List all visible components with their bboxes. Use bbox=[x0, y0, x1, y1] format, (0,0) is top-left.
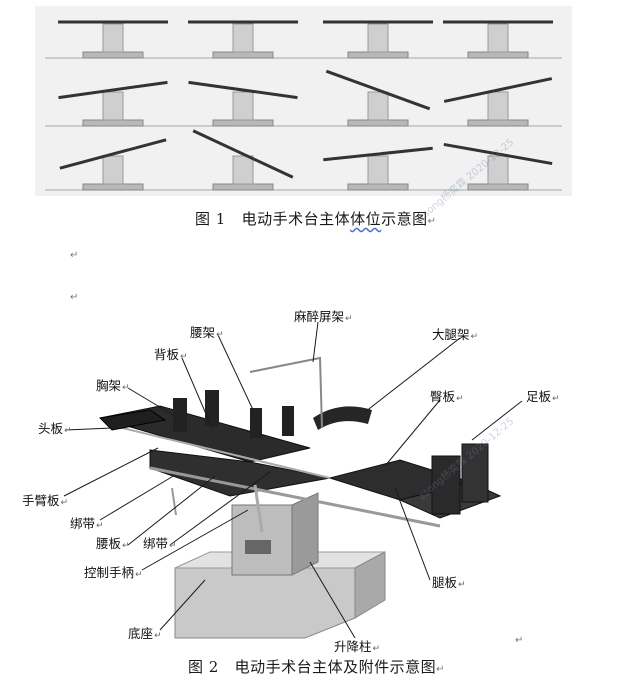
table-position-sketch bbox=[192, 129, 294, 191]
figure-2-caption-text: 电动手术台主体及附件示意图 bbox=[234, 658, 437, 676]
table-base-side bbox=[354, 551, 386, 619]
waist-frame bbox=[250, 408, 262, 438]
label-strap-left: 绑带↵ bbox=[70, 516, 104, 531]
table-position-sketch bbox=[58, 80, 168, 127]
thigh-frame bbox=[313, 406, 372, 430]
back-support bbox=[205, 390, 219, 426]
label-foot-board: 足板↵ bbox=[526, 389, 560, 404]
figure-1-illustration: zsong杨奕霖 2020-12-25 bbox=[35, 6, 572, 223]
operating-table-drawing bbox=[63, 321, 523, 639]
paragraph-mark: ↵ bbox=[515, 635, 524, 646]
table-positions-grid bbox=[45, 20, 562, 191]
label-strap-right: 绑带↵ bbox=[143, 536, 177, 551]
side-rail bbox=[149, 466, 441, 528]
figure-1-caption-prefix: 图 1 bbox=[195, 210, 226, 228]
label-chest-frame: 胸架↵ bbox=[96, 378, 130, 393]
label-control-handle: 控制手柄↵ bbox=[84, 565, 143, 580]
waist-frame bbox=[282, 406, 294, 436]
chest-frame bbox=[173, 398, 187, 432]
head-board bbox=[98, 409, 167, 431]
label-head-board: 头板↵ bbox=[38, 421, 72, 436]
paragraph-mark: ↵ bbox=[427, 216, 437, 227]
label-back-board: 背板↵ bbox=[154, 347, 188, 362]
label-anesthesia-frame: 麻醉屏架↵ bbox=[294, 309, 353, 324]
strap-rod bbox=[171, 487, 177, 516]
figure-2-caption-prefix: 图 2 bbox=[188, 658, 219, 676]
label-thigh-frame: 大腿架↵ bbox=[432, 327, 479, 342]
figure-1-caption-text-b: 体位 bbox=[350, 210, 382, 228]
label-lift-column: 升降柱↵ bbox=[334, 639, 381, 654]
label-base: 底座↵ bbox=[128, 626, 162, 641]
table-position-sketch bbox=[188, 80, 298, 127]
paragraph-mark: ↵ bbox=[436, 664, 446, 675]
label-waist-frame: 腰架↵ bbox=[190, 325, 224, 340]
label-arm-board: 手臂板↵ bbox=[22, 493, 69, 508]
foot-board bbox=[431, 455, 461, 515]
paragraph-mark: ↵ bbox=[70, 292, 79, 303]
table-position-sketch bbox=[188, 20, 298, 59]
label-leg-board: 腿板↵ bbox=[432, 575, 466, 590]
table-position-sketch bbox=[323, 146, 433, 191]
label-waist-board: 腰板↵ bbox=[96, 536, 130, 551]
control-handle bbox=[253, 484, 264, 533]
table-position-sketch bbox=[325, 69, 431, 127]
figure-1-caption-text-a: 电动手术台主体 bbox=[241, 210, 351, 228]
foot-board bbox=[461, 443, 489, 503]
figure-1-caption: 图 1 电动手术台主体体位示意图↵ bbox=[195, 208, 437, 229]
column-plate bbox=[245, 540, 271, 554]
anesthesia-frame bbox=[249, 356, 323, 429]
table-position-sketch bbox=[443, 77, 553, 127]
table-position-sketch bbox=[59, 138, 167, 191]
table-base bbox=[174, 567, 356, 639]
table-position-sketch bbox=[323, 20, 433, 59]
waist-section bbox=[149, 449, 331, 497]
paragraph-mark: ↵ bbox=[70, 250, 79, 261]
lift-column-side bbox=[291, 492, 319, 576]
side-rail bbox=[109, 424, 331, 479]
leader-lines bbox=[63, 321, 523, 639]
table-position-sketch bbox=[443, 142, 553, 191]
table-position-sketch bbox=[443, 20, 553, 59]
table-position-sketch bbox=[58, 20, 168, 59]
figure-2-illustration: 麻醉屏架↵ 腰架↵ 大腿架↵ 背板↵ 胸架↵ 臀板↵ 足板↵ 头板↵ 手臂板↵ … bbox=[0, 300, 642, 655]
figure-2-caption: 图 2 电动手术台主体及附件示意图↵ bbox=[188, 656, 445, 677]
label-hip-board: 臀板↵ bbox=[430, 389, 464, 404]
figure-1-caption-text-c: 示意图 bbox=[381, 210, 428, 228]
